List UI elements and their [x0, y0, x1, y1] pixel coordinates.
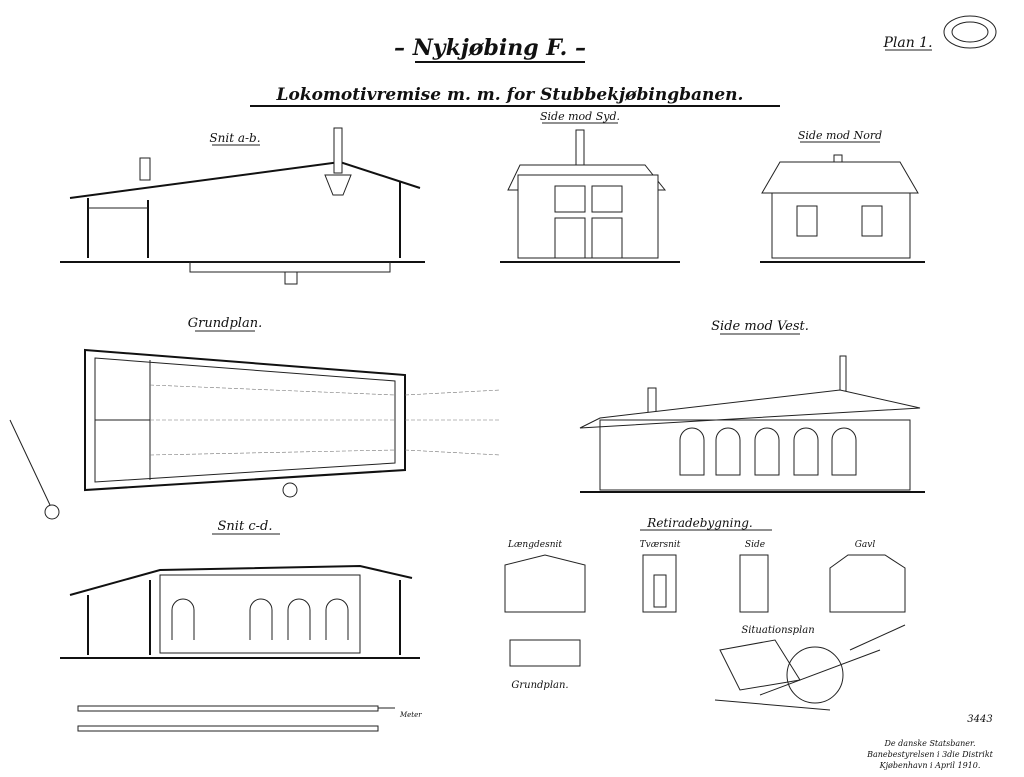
drawing-number: 3443: [967, 714, 992, 725]
sheet-title: – Nykjøbing F. –: [394, 35, 586, 61]
privy-drawings: [504, 554, 906, 667]
sheet-subtitle: Lokomotivremise m. m. for Stubbekjøbingb…: [276, 85, 744, 105]
label-grundplan: Grundplan.: [188, 316, 262, 331]
label-side-syd: Side mod Syd.: [540, 110, 620, 123]
north-elevation-drawing: [760, 154, 925, 263]
archive-stamp: [943, 15, 997, 49]
label-situationsplan: Situationsplan: [741, 625, 814, 636]
scale-bar: Meter: [77, 705, 422, 732]
plan-number: Plan 1.: [882, 35, 932, 51]
south-elevation-drawing: [500, 129, 680, 263]
label-side-vest: Side mod Vest.: [711, 319, 809, 334]
footer-line-3: Kjøbenhavn i April 1910.: [879, 761, 981, 770]
label-side: Side: [745, 540, 765, 550]
label-retirade-grundplan: Grundplan.: [511, 680, 568, 691]
label-gavl: Gavl: [855, 540, 876, 550]
footer-line-1: De danske Statsbaner.: [883, 739, 975, 748]
label-snit-cd: Snit c-d.: [218, 519, 273, 534]
label-side-nord: Side mod Nord: [798, 129, 882, 142]
footer-line-2: Banebestyrelsen i 3die Distrikt: [866, 750, 994, 759]
section-ab-drawing: [60, 127, 425, 285]
label-laengdesnit: Længdesnit: [507, 540, 562, 550]
site-plan-drawing: [714, 624, 906, 711]
ground-plan-drawing: [9, 348, 501, 520]
scale-unit: Meter: [399, 711, 422, 719]
label-tvaersnit: Tværsnit: [640, 540, 681, 550]
west-elevation-drawing: [579, 355, 925, 493]
section-cd-drawing: [60, 564, 420, 659]
label-retirade: Retiradebygning.: [646, 516, 752, 530]
label-snit-ab: Snit a-b.: [209, 131, 260, 145]
